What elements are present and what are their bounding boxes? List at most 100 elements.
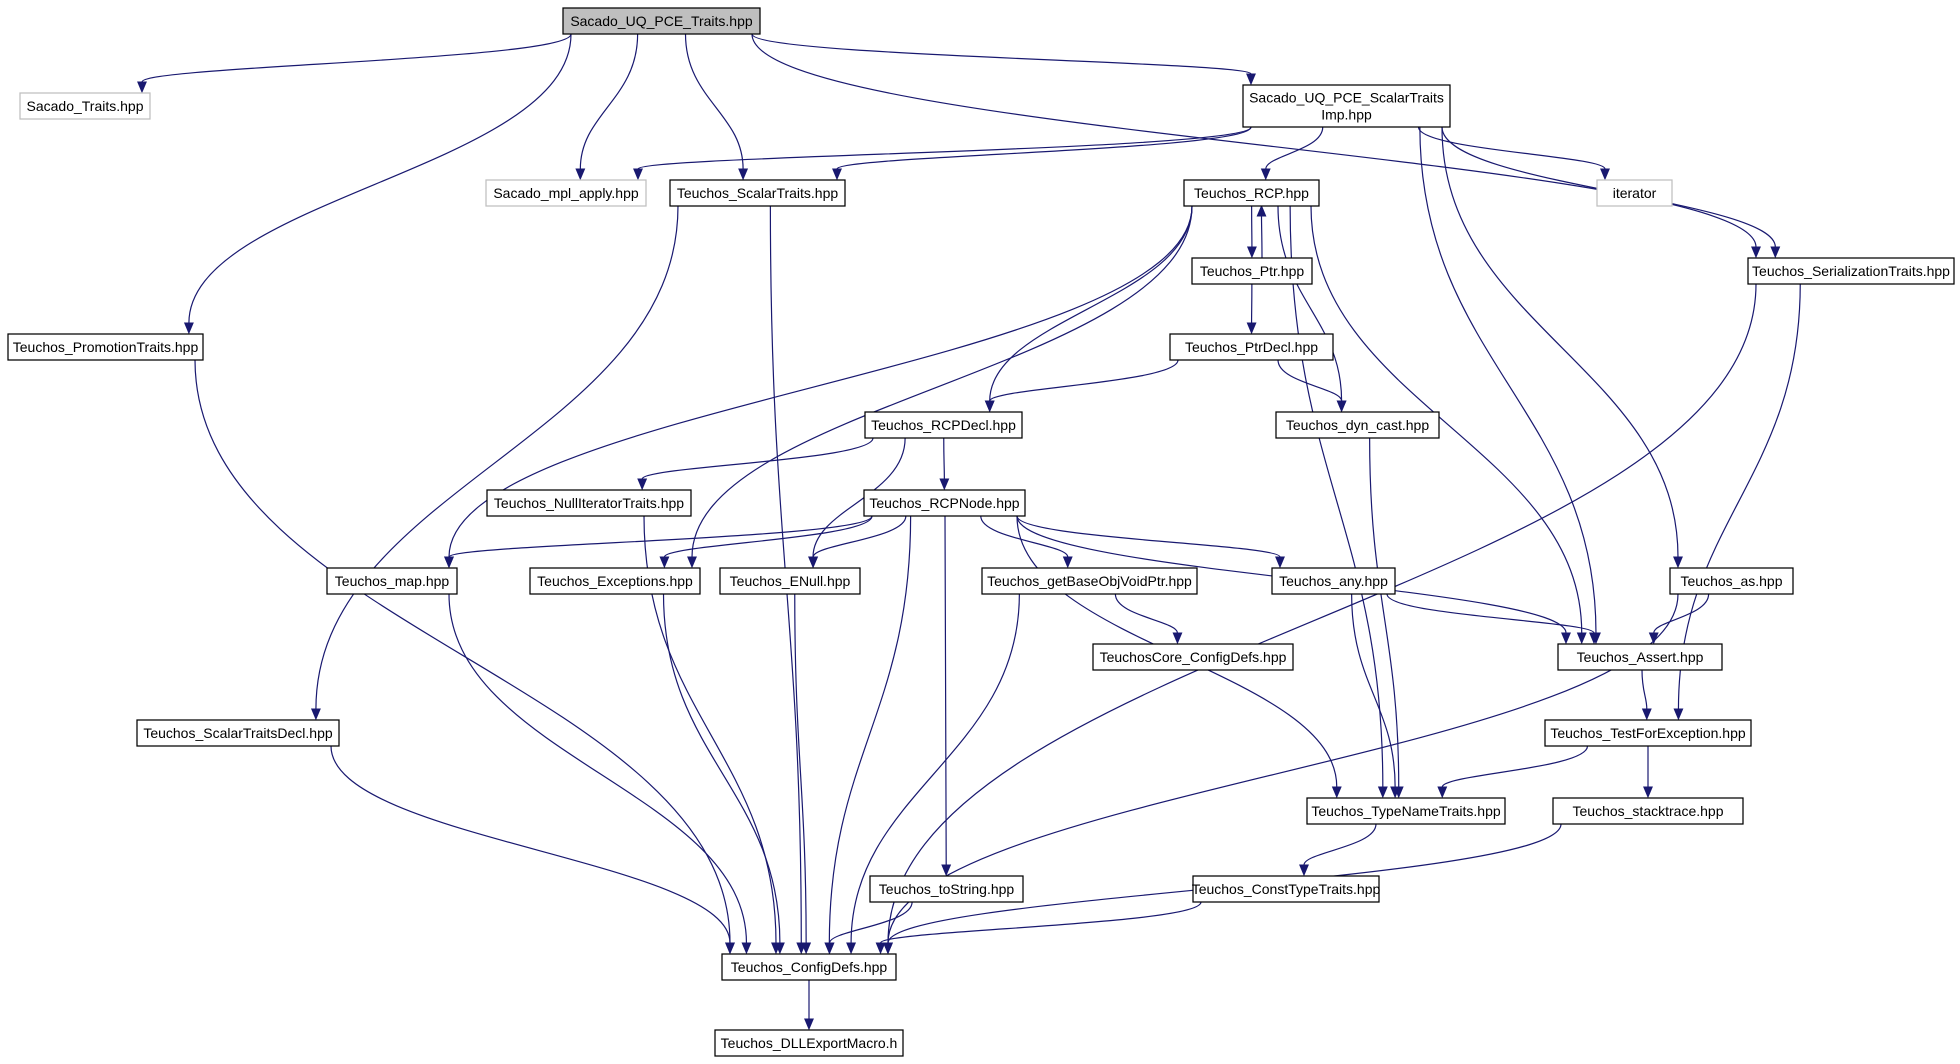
arrowhead-icon (1751, 246, 1761, 259)
node-getbase[interactable]: Teuchos_getBaseObjVoidPtr.hpp (981, 567, 1198, 595)
edge-line (989, 359, 1179, 402)
edge-scalartraits_imp-to-as (1441, 126, 1683, 569)
edge-rcpdecl-to-nulliter (637, 437, 874, 491)
arrowhead-icon (883, 942, 893, 955)
node-sacado-traits[interactable]: Sacado_Traits.hpp (19, 92, 151, 120)
node-serialization[interactable]: Teuchos_SerializationTraits.hpp (1747, 257, 1955, 285)
edge-scalartraits_imp-to-mpl_apply (633, 126, 1252, 181)
edge-scalartraits_imp-to-teuchos_scalartraits (832, 126, 1252, 181)
node-stacktrace[interactable]: Teuchos_stacktrace.hpp (1552, 797, 1744, 825)
node-iterator[interactable]: iterator (1596, 179, 1673, 207)
edge-any-to-typename (1351, 593, 1401, 799)
node-tostring[interactable]: Teuchos_toString.hpp (869, 875, 1024, 903)
edge-line (448, 515, 873, 558)
edge-line (1641, 669, 1648, 710)
edge-scalartraits_imp-to-iterator (1417, 126, 1610, 181)
node-label: Teuchos_stacktrace.hpp (1573, 803, 1724, 819)
arrowhead-icon (137, 81, 147, 94)
node-as[interactable]: Teuchos_as.hpp (1669, 567, 1794, 595)
node-ptr[interactable]: Teuchos_Ptr.hpp (1191, 257, 1313, 285)
arrowhead-icon (1437, 786, 1448, 799)
node-nulliter[interactable]: Teuchos_NullIteratorTraits.hpp (486, 489, 692, 517)
node-enull[interactable]: Teuchos_ENull.hpp (719, 567, 861, 595)
edge-line (812, 515, 907, 558)
edge-scalartraits_imp-to-assert (1419, 126, 1601, 645)
arrowhead-icon (1246, 322, 1257, 335)
node-label: Teuchos_RCPDecl.hpp (871, 417, 1016, 433)
node-teuchos-scalartraits[interactable]: Teuchos_ScalarTraits.hpp (669, 179, 846, 207)
node-label: Teuchos_map.hpp (335, 573, 450, 589)
arrowhead-icon (1561, 632, 1571, 645)
node-configdefs[interactable]: Teuchos_ConfigDefs.hpp (721, 953, 897, 981)
arrowhead-icon (637, 478, 648, 491)
edge-scalartraits_imp-to-rcp (1260, 126, 1324, 181)
edge-testforexc-to-stacktrace (1643, 746, 1653, 799)
node-label: Teuchos_toString.hpp (879, 881, 1015, 897)
node-root[interactable]: Sacado_UQ_PCE_Traits.hpp (562, 7, 761, 35)
edge-exceptions-to-configdefs (662, 593, 785, 955)
edge-getbase-to-configdefs (846, 593, 1020, 955)
arrowhead-icon (1600, 168, 1610, 181)
edge-line (1386, 593, 1595, 634)
node-label: Teuchos_any.hpp (1279, 573, 1388, 589)
edge-line (1277, 205, 1343, 402)
node-box (1747, 257, 1955, 285)
node-any[interactable]: Teuchos_any.hpp (1271, 567, 1396, 595)
edge-rcpnode-to-exceptions (659, 515, 873, 569)
node-label: Teuchos_TestForException.hpp (1550, 725, 1746, 741)
node-typename[interactable]: Teuchos_TypeNameTraits.hpp (1306, 797, 1506, 825)
edge-root-to-sacado_traits (137, 33, 572, 94)
node-map[interactable]: Teuchos_map.hpp (326, 567, 458, 595)
node-promotion[interactable]: Teuchos_PromotionTraits.hpp (7, 333, 204, 361)
node-dyn-cast[interactable]: Teuchos_dyn_cast.hpp (1275, 411, 1440, 439)
edge-rcpnode-to-getbase (980, 515, 1073, 569)
arrowhead-icon (1770, 246, 1781, 259)
node-label: Teuchos_getBaseObjVoidPtr.hpp (987, 573, 1192, 589)
edge-enull-to-configdefs (794, 593, 812, 955)
edge-promotion-to-configdefs (194, 359, 735, 955)
edge-serialization-to-testforexc (1673, 283, 1801, 721)
arrowhead-icon (808, 556, 819, 569)
arrowhead-icon (984, 400, 995, 413)
node-rcpnode[interactable]: Teuchos_RCPNode.hpp (863, 489, 1026, 517)
edge-line (751, 33, 1252, 75)
edge-line (315, 205, 679, 710)
edge-line (1677, 283, 1801, 710)
arrowhead-icon (941, 864, 952, 877)
edge-any-to-assert (1386, 593, 1599, 645)
edge-line (330, 745, 731, 944)
arrowhead-icon (1062, 556, 1073, 569)
arrowhead-icon (1246, 73, 1256, 86)
node-consttype[interactable]: Teuchos_ConstTypeTraits.hpp (1192, 875, 1381, 903)
node-box (529, 567, 701, 595)
arrowhead-icon (1589, 632, 1599, 645)
edge-ptr-to-rcp (1256, 204, 1267, 259)
node-box (1544, 719, 1752, 747)
edge-ptr-to-ptrdecl (1246, 283, 1257, 335)
arrowhead-icon (1643, 786, 1653, 799)
node-rcpdecl[interactable]: Teuchos_RCPDecl.hpp (864, 411, 1023, 439)
edge-rcp-to-typename (1289, 205, 1388, 799)
node-label: Teuchos_as.hpp (1681, 573, 1783, 589)
node-ptrdecl[interactable]: Teuchos_PtrDecl.hpp (1169, 333, 1334, 361)
node-assert[interactable]: Teuchos_Assert.hpp (1557, 643, 1723, 671)
node-mpl-apply[interactable]: Sacado_mpl_apply.hpp (485, 179, 647, 207)
node-box (1192, 875, 1380, 903)
arrowhead-icon (1246, 246, 1257, 259)
edge-rcpnode-to-map (444, 515, 873, 569)
node-rcp[interactable]: Teuchos_RCP.hpp (1183, 179, 1320, 207)
node-testforexc[interactable]: Teuchos_TestForException.hpp (1544, 719, 1752, 747)
node-box (1596, 179, 1673, 207)
edge-line (1265, 126, 1324, 170)
node-dllexport[interactable]: Teuchos_DLLExportMacro.h (714, 1029, 904, 1057)
node-exceptions[interactable]: Teuchos_Exceptions.hpp (529, 567, 701, 595)
arrowhead-icon (659, 556, 670, 569)
edge-line (828, 515, 912, 944)
node-box (1275, 411, 1440, 439)
node-scalartraitsdecl[interactable]: Teuchos_ScalarTraitsDecl.hpp (136, 719, 340, 747)
node-label: Teuchos_TypeNameTraits.hpp (1311, 803, 1501, 819)
node-coreconfig[interactable]: TeuchosCore_ConfigDefs.hpp (1092, 643, 1294, 671)
edge-line (829, 901, 913, 944)
edge-line (1303, 823, 1377, 866)
